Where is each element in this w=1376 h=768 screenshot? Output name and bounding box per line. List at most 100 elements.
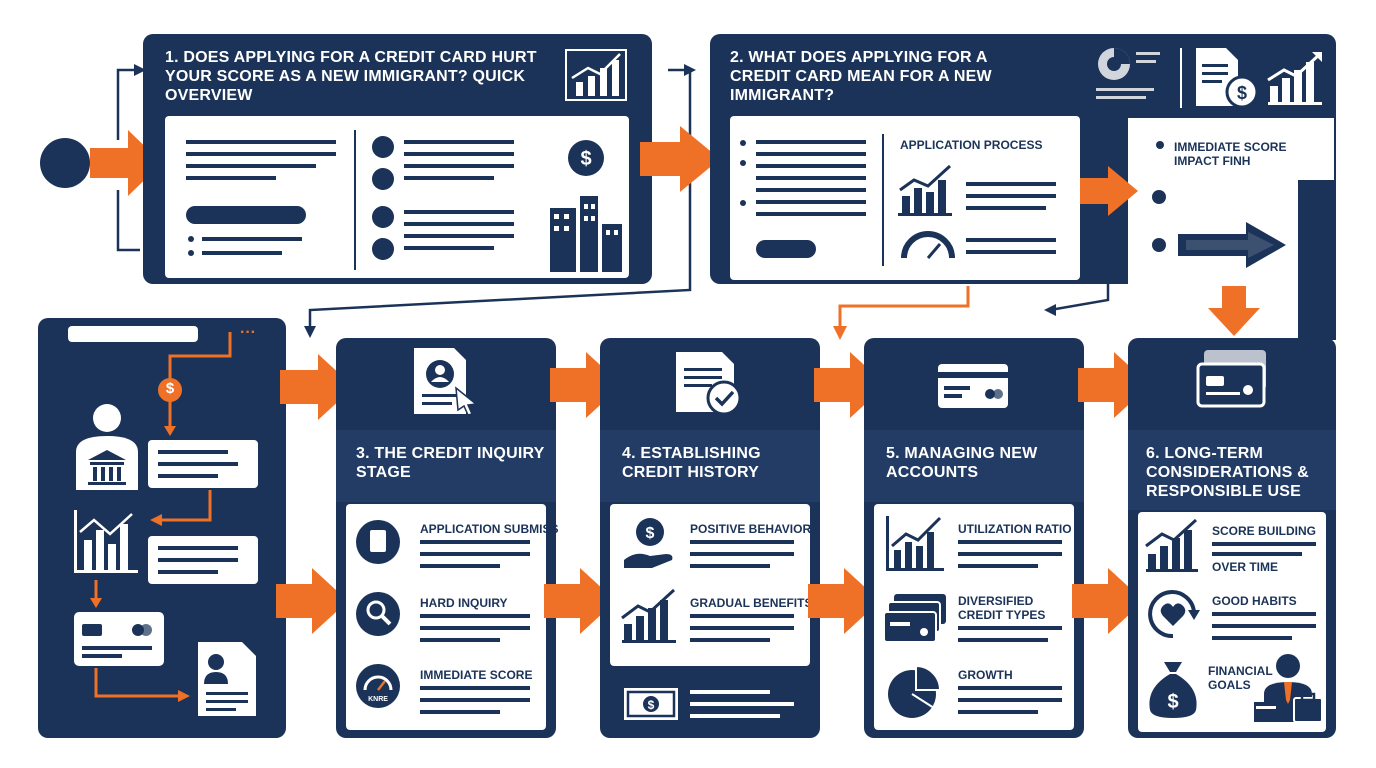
document-profile-icon [414,348,478,416]
placeholder-line [420,626,530,630]
placeholder-button [186,206,306,224]
growth-chart-icon [621,588,676,643]
placeholder-line [186,164,316,168]
magnifier-glyph [366,600,392,626]
growth-label: Growth [958,668,1013,682]
flow-arrow [808,568,880,634]
placeholder-line [690,626,794,630]
placeholder-line [404,164,514,168]
check-icon [372,168,394,190]
application-submission-label: Application submiss [420,522,559,536]
navy-connector [1298,180,1336,340]
placeholder-line [404,234,514,238]
minus-icon [372,206,394,228]
placeholder-line [202,251,282,255]
gauge-icon [901,231,955,259]
placeholder-line [186,152,336,156]
placeholder-line [158,570,218,574]
dollar-hand-icon: $ [624,518,673,568]
placeholder-line [186,176,276,180]
placeholder-line [756,140,866,144]
placeholder-line [420,614,530,618]
alert-icon [372,238,394,260]
bar-chart-icon [898,164,952,216]
svg-text:$: $ [1237,83,1247,103]
alert-icon [372,136,394,158]
placeholder-line [958,564,1038,568]
over-time-label: Over time [1212,560,1279,574]
placeholder-line [420,710,500,714]
immediate-score-label: Immediate score [420,668,533,682]
placeholder-line [958,698,1062,702]
flow-arrow [640,126,720,192]
svg-text:$: $ [1167,691,1178,713]
placeholder-line [966,206,1046,210]
placeholder-line [690,564,770,568]
box2b-content [1128,118,1334,180]
divider [354,130,356,270]
placeholder-line [420,564,500,568]
placeholder-line [158,558,238,562]
financial-goals-label: Financial goals [1208,664,1273,692]
document-person-icon [198,642,256,716]
placeholder-line [1212,624,1316,628]
dollar-coin-icon: $ [568,140,604,176]
growth-chart-icon [886,516,944,571]
placeholder-line [756,176,866,180]
bullet [740,160,746,166]
placeholder-line [690,702,794,706]
placeholder-line [420,540,530,544]
businessman-icon [1254,654,1323,723]
ellipsis-icon: ··· [240,324,256,341]
cards-stack-icon [883,594,946,643]
pie-chart-icon [888,664,942,718]
step-5-header-band [864,430,1084,502]
placeholder-line [158,474,218,478]
placeholder-line [690,614,794,618]
placeholder-line [966,238,1056,242]
placeholder-line [958,686,1062,690]
placeholder-line [690,638,770,642]
bullet [740,140,746,146]
box1-title: 1. Does applying for a credit card hurt … [165,49,537,104]
score-building-label: Score building [1212,524,1317,538]
application-process-label: Application Process [900,138,1043,152]
bullet [1152,238,1166,252]
divider [882,134,884,266]
placeholder-line [420,638,500,642]
bullet [188,236,194,242]
credit-card-icon [938,364,1008,408]
flow-arrow [280,354,354,420]
placeholder-line [966,250,1056,254]
flow-arrow [276,568,348,634]
placeholder-line [690,540,794,544]
step-6-header-band [1128,430,1336,510]
person-bank-icon [76,404,138,490]
edit-document-glyph [370,530,386,552]
svg-text:$: $ [580,148,591,170]
bar-chart-icon [565,49,627,101]
right-arrow-icon [1178,222,1286,268]
placeholder-line [966,182,1056,186]
placeholder-line [420,686,530,690]
placeholder-line [420,552,530,556]
money-bag-icon: $ [1149,662,1197,718]
divider [1180,48,1182,108]
placeholder-line [158,462,238,466]
placeholder-line [1212,542,1316,546]
placeholder-line [404,246,494,250]
placeholder-line [186,140,336,144]
immediate-score-label: Immediate score impact finh [1174,140,1287,168]
flow-arrow [1072,568,1144,634]
step-4-title: 4. Establishing credit history [622,445,761,481]
placeholder-line [404,222,514,226]
left-panel-header-bar [68,326,198,342]
gradual-benefits-label: Gradual benefits [690,596,813,610]
step-3-title: 3. The credit inquiry stage [356,445,545,481]
step-6-title: 6. Long-term considerations & responsibl… [1146,445,1309,500]
placeholder-line [158,450,228,454]
placeholder-line [158,546,238,550]
placeholder-line [756,188,866,192]
gauge-text: KNRE [368,696,388,703]
